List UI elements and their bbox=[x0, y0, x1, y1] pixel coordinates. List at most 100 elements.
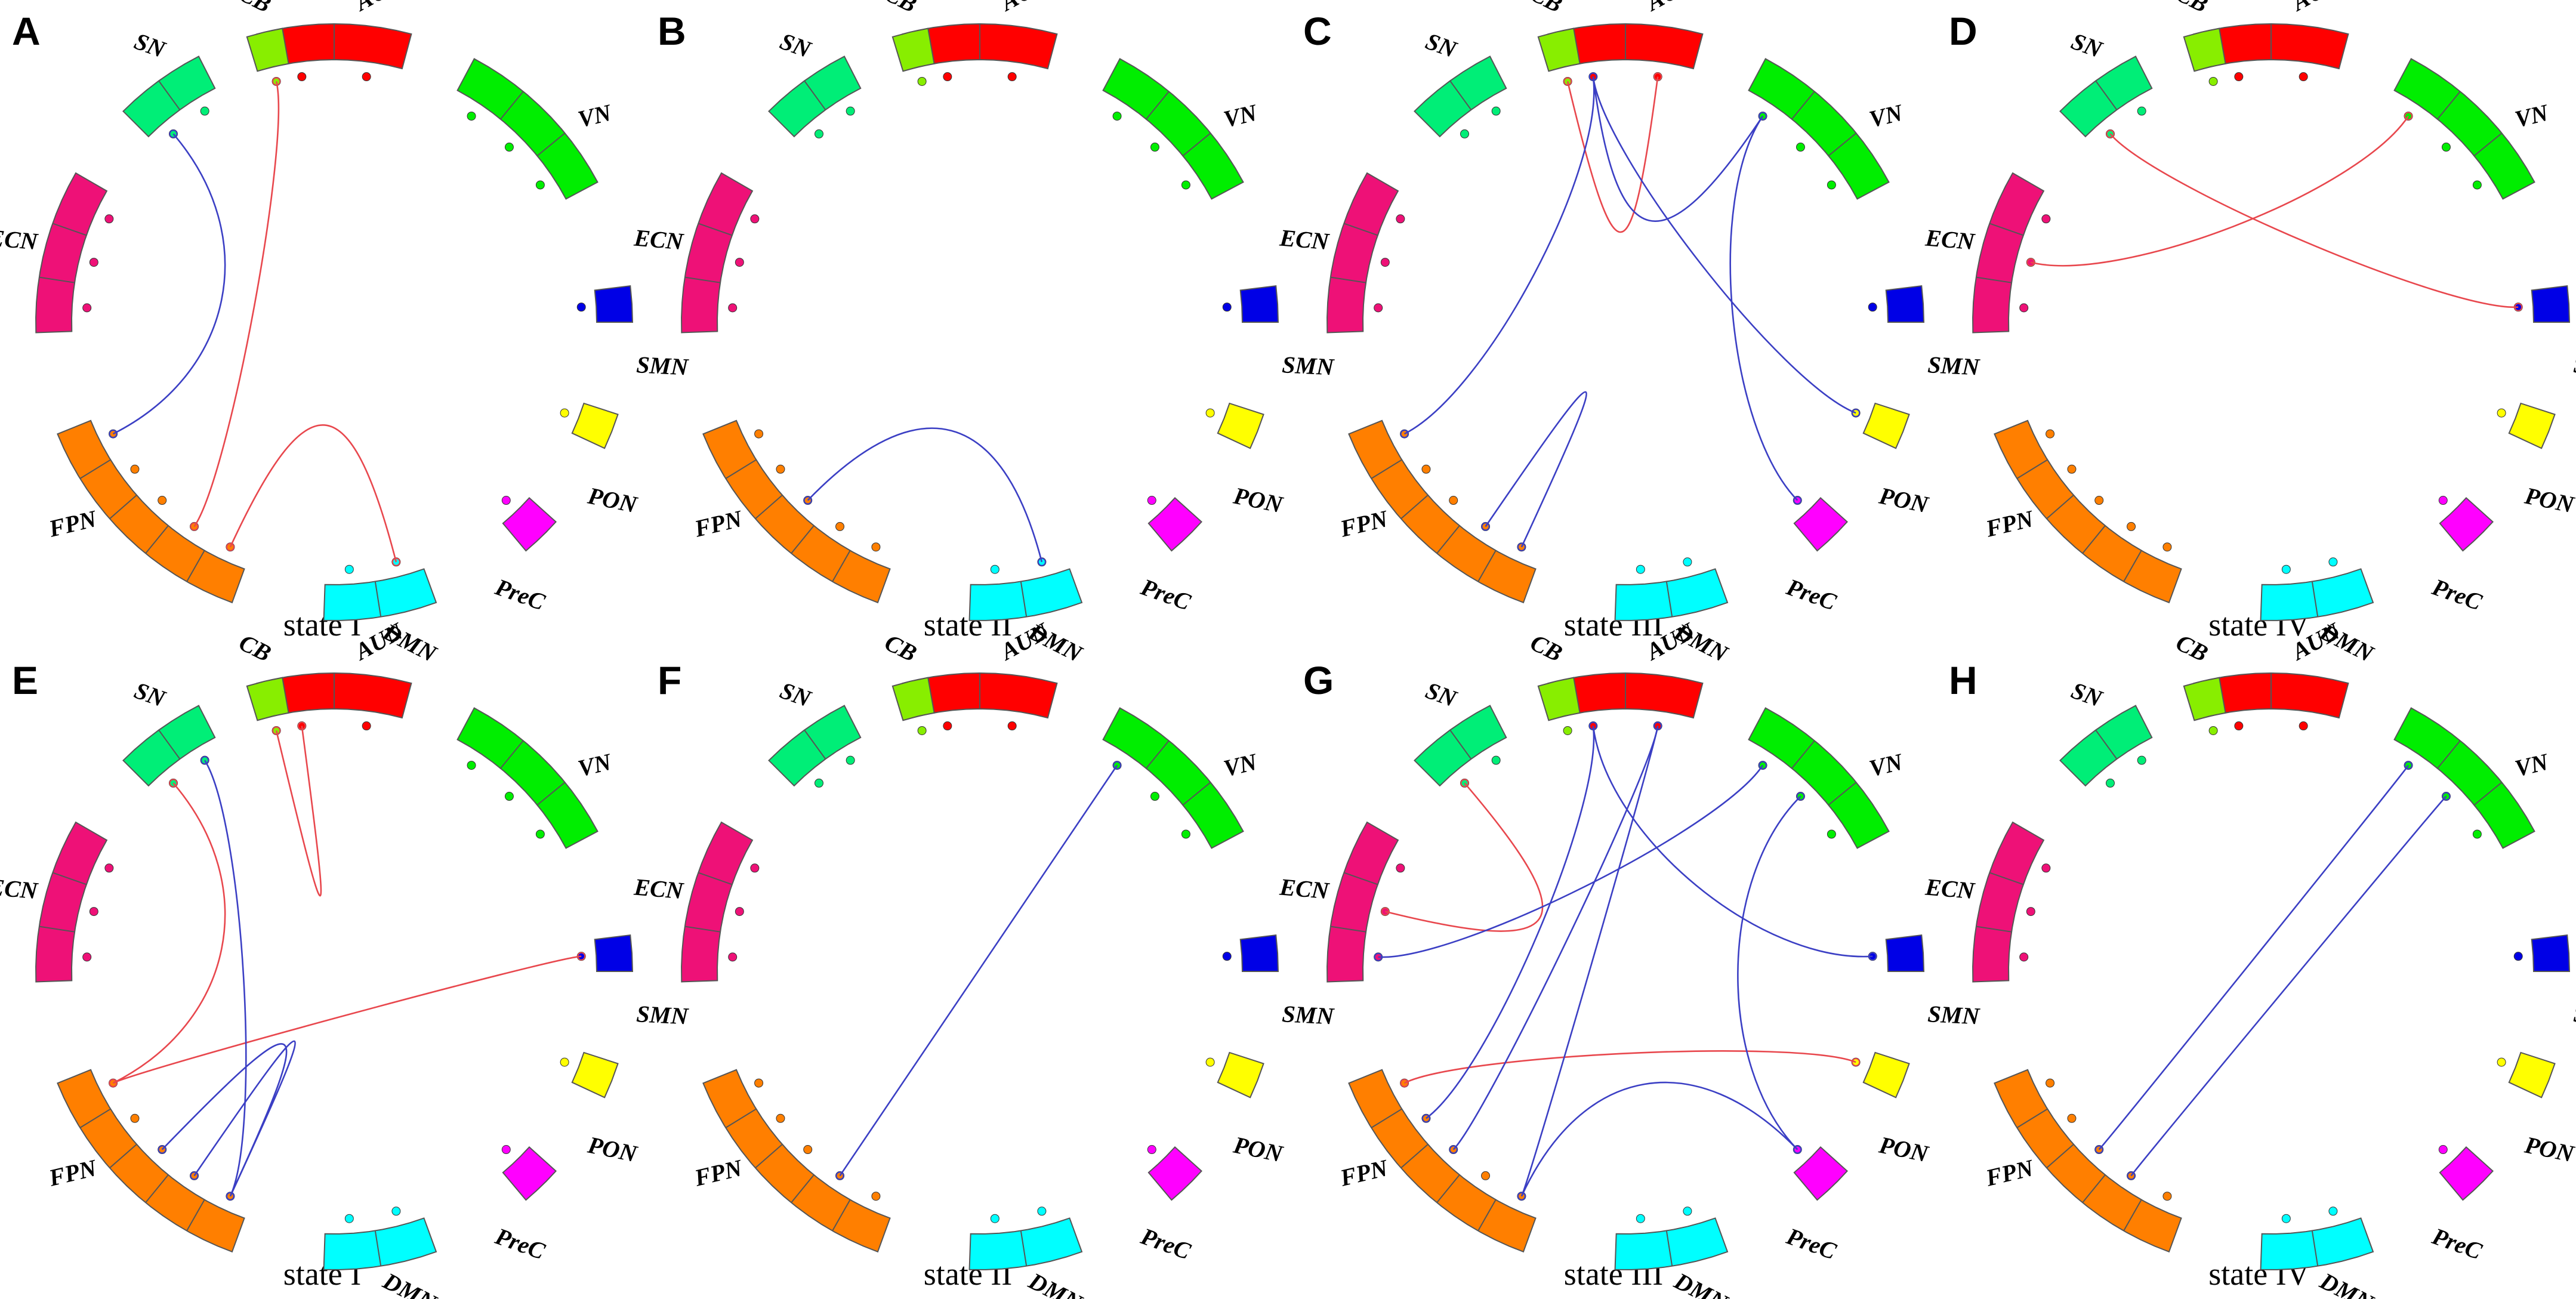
connection-blue bbox=[1520, 726, 1659, 1197]
connection-endpoint bbox=[190, 522, 199, 531]
connection-endpoint bbox=[2404, 112, 2413, 121]
node-dmn bbox=[990, 1214, 999, 1223]
connection-endpoint bbox=[1852, 409, 1861, 418]
connection-blue bbox=[1729, 115, 1798, 501]
block-divider bbox=[52, 872, 87, 885]
block-divider bbox=[725, 459, 757, 479]
connection-endpoint bbox=[803, 496, 812, 505]
network-label: ECN bbox=[633, 873, 686, 904]
block-divider bbox=[2046, 495, 2074, 520]
connection-endpoint bbox=[1481, 522, 1490, 531]
connection-endpoint bbox=[391, 557, 400, 566]
panel-letter: C bbox=[1303, 9, 1332, 53]
node-ecn bbox=[89, 907, 98, 917]
network-block-dmn bbox=[1614, 1217, 1729, 1270]
network-block-sn bbox=[2059, 705, 2153, 787]
connection-blue bbox=[1403, 76, 1595, 435]
node-dmn bbox=[344, 1214, 354, 1223]
network-block-cb bbox=[891, 677, 935, 721]
connection-blue bbox=[807, 427, 1043, 563]
node-aun bbox=[943, 721, 952, 731]
network-block-sn bbox=[2059, 55, 2153, 138]
connection-endpoint bbox=[1793, 1145, 1802, 1154]
network-label: ECN bbox=[1278, 873, 1331, 904]
network-block-prec bbox=[1793, 497, 1849, 552]
connection-endpoint bbox=[1421, 1114, 1430, 1123]
network-label: VN bbox=[2512, 98, 2552, 132]
node-aun bbox=[2234, 72, 2244, 82]
network-label: SMN bbox=[635, 1000, 690, 1029]
connection-red bbox=[2109, 133, 2519, 308]
panel-letter: E bbox=[12, 658, 38, 702]
node-vn bbox=[1796, 143, 1805, 152]
network-block-vn bbox=[1102, 707, 1244, 849]
network-block-dmn bbox=[323, 1217, 437, 1270]
node-vn bbox=[504, 792, 514, 801]
block-divider bbox=[725, 1108, 757, 1128]
node-pon bbox=[560, 1057, 569, 1067]
block-divider bbox=[145, 1174, 169, 1204]
block-divider bbox=[500, 91, 524, 120]
connection-endpoint bbox=[1381, 907, 1390, 916]
connection-endpoint bbox=[1793, 496, 1802, 505]
network-block-vn bbox=[1748, 58, 1890, 200]
node-sn bbox=[814, 778, 823, 788]
node-smn bbox=[2513, 952, 2523, 961]
block-divider bbox=[109, 495, 137, 520]
network-block-ecn bbox=[681, 821, 754, 983]
network-label: DMN bbox=[1024, 1267, 1087, 1299]
block-divider bbox=[1330, 925, 1366, 933]
network-block-dmn bbox=[2260, 568, 2374, 621]
block-divider bbox=[2095, 80, 2118, 110]
connection-blue bbox=[1452, 726, 1659, 1150]
node-ecn bbox=[750, 863, 760, 873]
network-block-prec bbox=[2439, 497, 2494, 552]
network-label: PreC bbox=[2429, 1222, 2486, 1265]
connection-endpoint bbox=[1653, 72, 1662, 81]
network-block-vn bbox=[456, 58, 599, 200]
node-aun bbox=[1007, 72, 1017, 82]
block-divider bbox=[1976, 276, 2012, 283]
node-cb bbox=[917, 726, 927, 735]
node-pon bbox=[2497, 408, 2506, 418]
node-aun bbox=[297, 72, 307, 82]
network-block-prec bbox=[502, 1146, 557, 1201]
node-dmn bbox=[1636, 564, 1645, 574]
node-dmn bbox=[1683, 1207, 1692, 1216]
block-divider bbox=[2046, 1144, 2074, 1169]
block-divider bbox=[2473, 782, 2503, 806]
node-dmn bbox=[344, 564, 354, 574]
node-ecn bbox=[735, 258, 744, 267]
block-divider bbox=[1477, 550, 1497, 582]
network-label: AUN bbox=[995, 0, 1054, 17]
block-divider bbox=[1400, 495, 1429, 520]
node-vn bbox=[467, 761, 476, 770]
network-block-dmn bbox=[1614, 568, 1729, 621]
network-label: VN bbox=[2512, 748, 2552, 782]
node-ecn bbox=[104, 214, 114, 224]
connection-blue bbox=[839, 764, 1118, 1177]
connection-endpoint bbox=[297, 721, 306, 730]
network-label: PON bbox=[1877, 1131, 1932, 1168]
node-vn bbox=[1150, 792, 1159, 801]
connection-endpoint bbox=[1796, 792, 1805, 801]
network-label: FPN bbox=[1337, 505, 1392, 542]
block-divider bbox=[1182, 132, 1211, 156]
connection-endpoint bbox=[1852, 1058, 1861, 1067]
node-fpn bbox=[2067, 464, 2077, 474]
panel-letter: F bbox=[658, 658, 681, 702]
node-vn bbox=[1181, 180, 1190, 190]
node-dmn bbox=[1636, 1214, 1645, 1223]
connection-endpoint bbox=[109, 430, 118, 439]
connection-blue bbox=[2098, 764, 2410, 1150]
connection-endpoint bbox=[835, 1171, 844, 1180]
node-ecn bbox=[1396, 863, 1405, 873]
network-label: DMN bbox=[1670, 1267, 1733, 1299]
block-divider bbox=[2437, 91, 2461, 120]
node-ecn bbox=[750, 214, 760, 224]
node-fpn bbox=[2162, 1192, 2172, 1201]
block-divider bbox=[374, 1230, 382, 1267]
network-block-pon bbox=[1862, 1051, 1910, 1099]
network-block-fpn bbox=[57, 419, 245, 604]
